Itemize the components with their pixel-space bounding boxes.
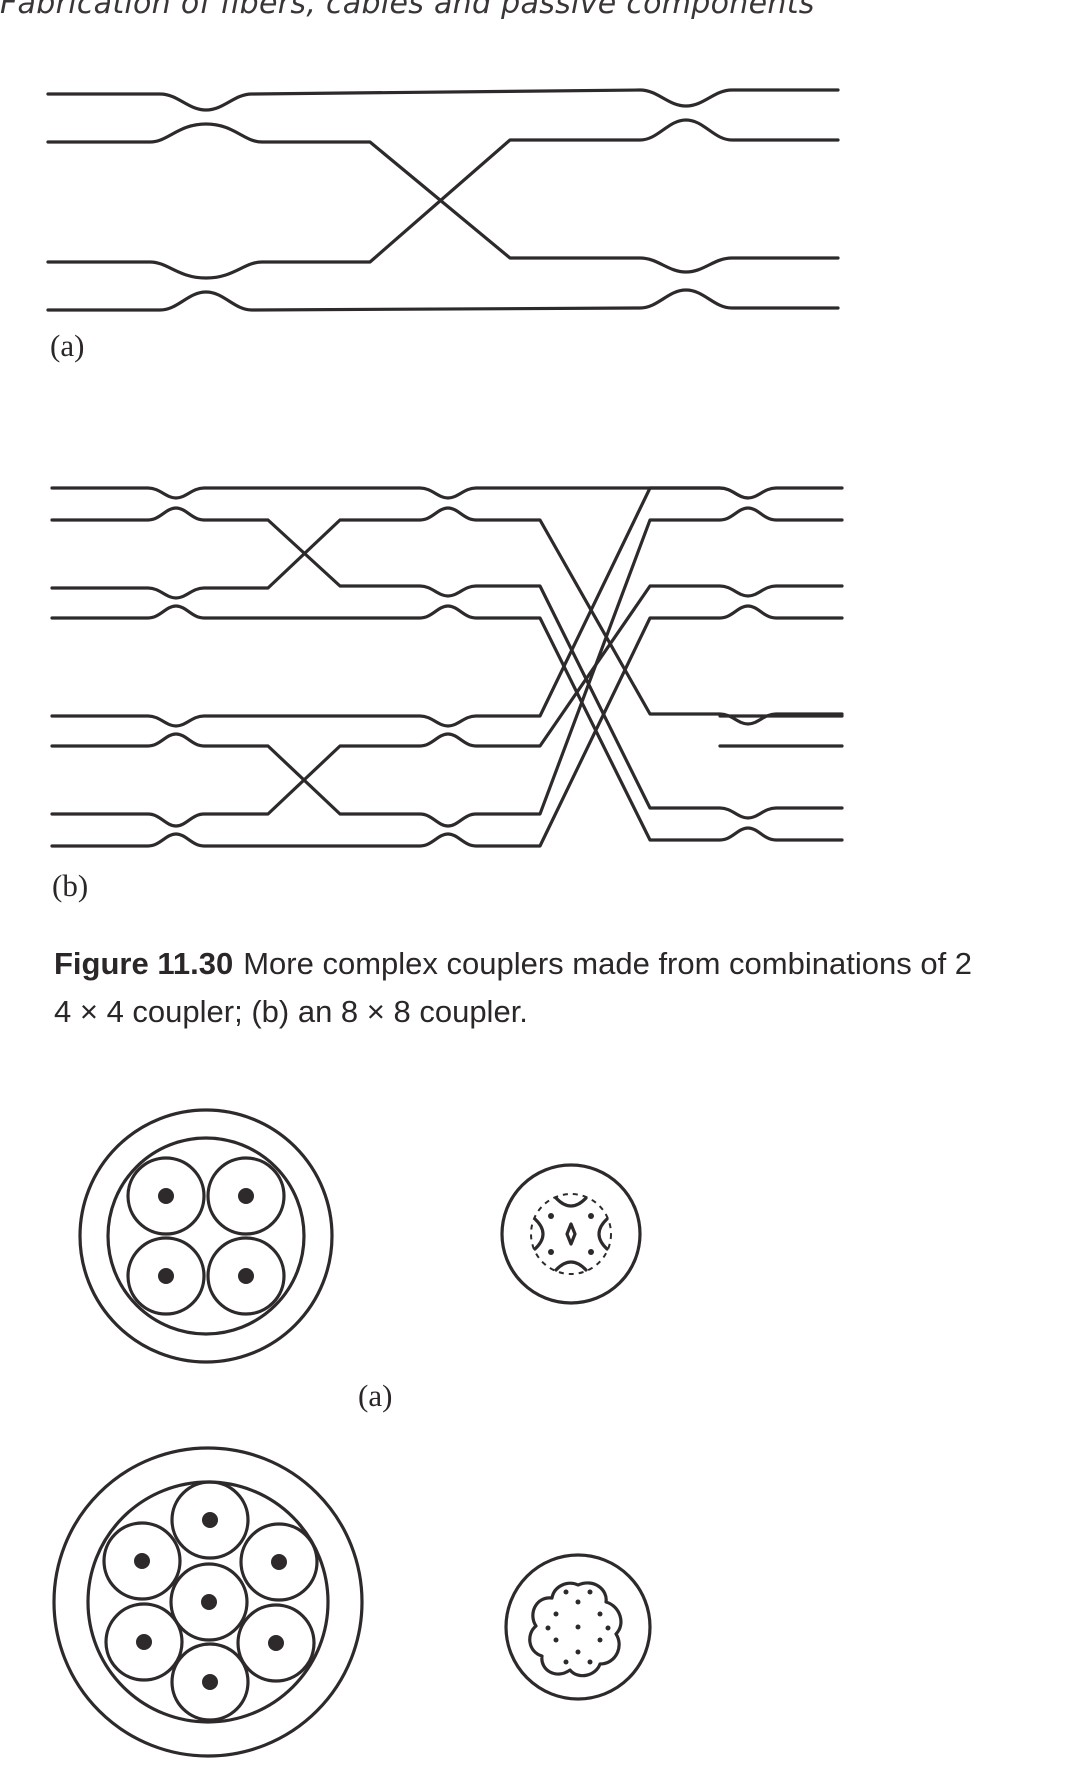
waveguide [50,584,844,828]
coupler-4x4 [46,88,840,312]
panel-label-b: (b) [52,868,89,903]
waveguide [50,506,844,828]
fiber-bundle-7 [52,1446,364,1758]
panel-label-a: (a) [50,328,85,363]
coupler-8x8 [50,486,844,848]
waveguide [50,604,844,848]
waveguide [46,122,840,274]
figure-number: Figure 11.30 [54,946,234,981]
waveguide [50,506,844,726]
figure-caption: Figure 11.30 More complex couplers made f… [54,940,1088,1036]
fiber-bundle-4 [78,1108,334,1364]
fused-bundle-4 [500,1163,642,1305]
waveguide [46,118,840,280]
bundle-panel-label-a: (a) [358,1378,393,1413]
waveguide [46,288,840,312]
fused-bundle-7 [504,1553,652,1701]
caption-line-2: 4 × 4 coupler; (b) an 8 × 8 coupler. [54,994,528,1029]
caption-text-1: More complex couplers made from combinat… [243,946,973,981]
waveguide [50,486,750,728]
running-head: Fabrication of fibers, cables and passiv… [0,0,815,21]
waveguide [50,506,844,820]
waveguide [46,88,840,112]
waveguide [50,604,844,842]
caption-line-1: Figure 11.30 More complex couplers made f… [54,940,1088,988]
